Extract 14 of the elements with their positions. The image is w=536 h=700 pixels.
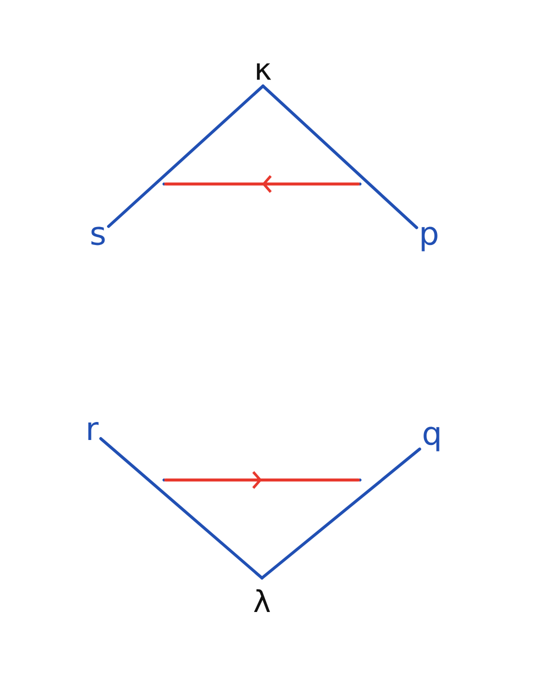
- point-label: r: [88, 422, 99, 440]
- point-label: s: [91, 226, 105, 246]
- line: [262, 84, 418, 230]
- point-label: κ: [256, 63, 272, 80]
- junction-point: [162, 478, 166, 482]
- point-label: p: [422, 226, 438, 252]
- point-label: q: [424, 426, 440, 452]
- junction-point: [358, 478, 362, 482]
- point-label: λ: [254, 589, 270, 612]
- line: [107, 84, 264, 228]
- line: [99, 437, 264, 580]
- junction-point: [358, 182, 362, 186]
- line: [260, 448, 422, 580]
- junction-point: [162, 182, 166, 186]
